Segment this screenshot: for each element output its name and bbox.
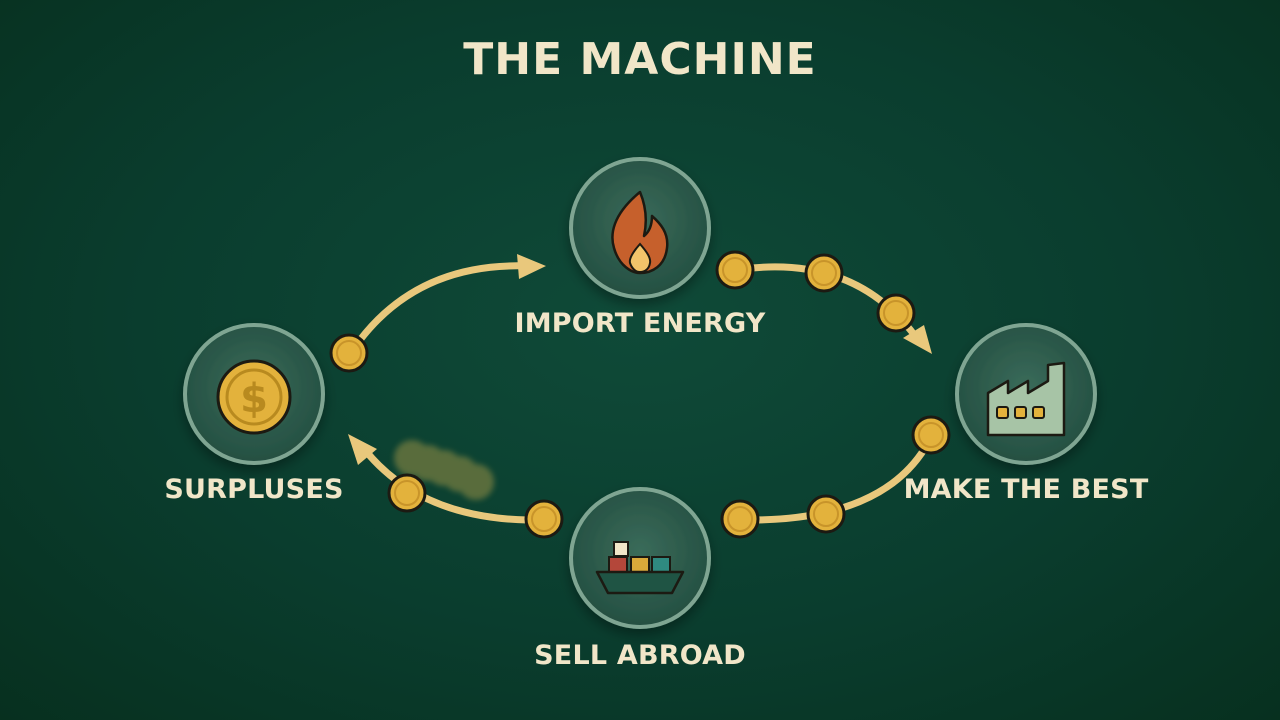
cargo-ship-icon [595, 541, 685, 595]
coin [804, 253, 844, 293]
node-label-import-energy: IMPORT ENERGY [514, 308, 766, 339]
svg-text:$: $ [240, 376, 268, 422]
flame-icon [611, 190, 669, 275]
node-label-surpluses: SURPLUSES [164, 474, 344, 505]
node-label-sell-abroad: SELL ABROAD [534, 640, 746, 671]
coin [524, 499, 564, 539]
diagram-title: THE MACHINE [463, 34, 817, 85]
dollar-coin-icon: $ [216, 359, 292, 435]
coin-motion-trail [394, 440, 494, 500]
coin [715, 250, 755, 290]
arrow-make-the-best-to-sell-abroad [746, 444, 929, 524]
arrow-sell-abroad-to-surpluses [348, 434, 532, 524]
coin [329, 333, 369, 373]
flow-coins [329, 250, 951, 539]
coin [876, 293, 916, 333]
factory-icon [986, 361, 1066, 437]
coin [911, 415, 951, 455]
coin [387, 473, 427, 513]
arrow-surpluses-to-import-energy [356, 254, 546, 344]
coin [720, 499, 760, 539]
node-label-make-the-best: MAKE THE BEST [903, 474, 1149, 505]
coin [806, 494, 846, 534]
